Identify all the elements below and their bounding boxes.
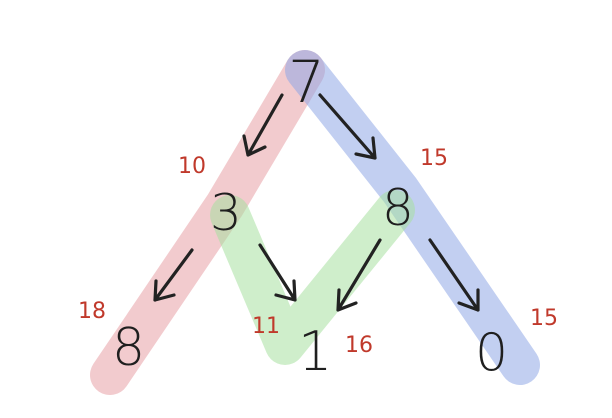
weight-right-right: 15 bbox=[530, 306, 558, 331]
node-left: 3 bbox=[210, 184, 242, 242]
node-left-right: 1 bbox=[298, 320, 332, 383]
edge-right-left bbox=[336, 238, 382, 312]
node-right-right: 0 bbox=[475, 323, 508, 383]
edge-left-right bbox=[258, 243, 297, 302]
path-highlights bbox=[90, 50, 540, 395]
tree-nodes: 7 3 8 8 1 0 bbox=[112, 48, 508, 383]
node-right: 8 bbox=[382, 179, 414, 237]
edge-left-left bbox=[153, 248, 194, 302]
path-weights: 10 15 18 11 16 15 bbox=[78, 146, 558, 358]
weight-left-right: 11 bbox=[252, 314, 280, 339]
green-path-band bbox=[210, 190, 415, 365]
edge-root-left bbox=[242, 93, 284, 157]
tree-edges bbox=[153, 93, 480, 312]
edge-right-right bbox=[428, 238, 480, 312]
node-root: 7 bbox=[288, 48, 325, 116]
weight-left: 10 bbox=[178, 154, 206, 179]
weight-right-left: 16 bbox=[345, 333, 373, 358]
blue-path-band bbox=[285, 50, 540, 385]
weight-left-left: 18 bbox=[78, 299, 106, 324]
node-left-left: 8 bbox=[112, 318, 145, 378]
weight-right: 15 bbox=[420, 146, 448, 171]
edge-root-right bbox=[318, 93, 377, 160]
